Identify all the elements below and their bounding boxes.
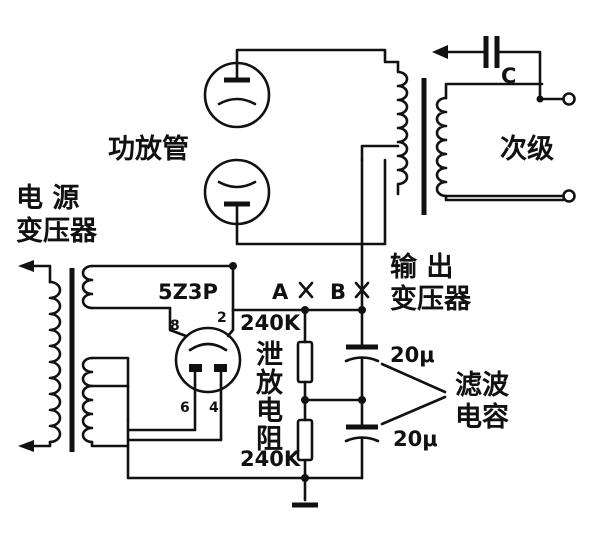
- label-resistor-top: 240K: [240, 311, 301, 335]
- output-transformer: [360, 60, 565, 215]
- label-power-transformer-1: 电 源: [16, 183, 79, 214]
- label-power-tubes: 功放管: [108, 133, 189, 165]
- label-output-transformer-2: 变压器: [390, 283, 472, 315]
- label-power-transformer-2: 变压器: [16, 215, 98, 247]
- secondary-terminals: [444, 92, 576, 203]
- label-output-transformer-1: 输 出: [390, 251, 453, 283]
- label-bleeder-char-3: 电: [256, 396, 283, 427]
- label-filter-cap-1: 滤波: [455, 370, 510, 401]
- power-transformer: [18, 260, 237, 452]
- feedback-capacitor-c: [432, 36, 544, 103]
- label-point-b: B: [330, 280, 346, 304]
- label-filter-cap-2: 电容: [455, 401, 509, 433]
- filament-secondary-coil: [81, 356, 94, 444]
- label-capacitor-c: C: [501, 64, 516, 88]
- break-point-a: [298, 281, 314, 299]
- power-primary-coil: [48, 280, 62, 444]
- label-pin-4: 4: [209, 400, 219, 416]
- power-tube-bottom: [203, 158, 271, 226]
- label-cap-bottom: 20μ: [393, 427, 438, 451]
- label-resistor-bottom: 240K: [240, 447, 301, 471]
- filter-pointer-lines: [380, 362, 447, 426]
- output-secondary-coil: [435, 96, 448, 198]
- filter-capacitors: [344, 308, 380, 480]
- label-point-a: A: [272, 280, 289, 304]
- rectifier-tube: [126, 306, 242, 442]
- power-tube-top: [203, 61, 271, 129]
- label-bleeder-char-1: 泄: [256, 340, 283, 371]
- label-pin-6: 6: [180, 400, 190, 416]
- plate-wires: [235, 48, 400, 246]
- bleeder-resistors: [296, 308, 364, 480]
- label-bleeder-char-4: 阻: [256, 424, 283, 455]
- label-rectifier-tube: 5Z3P: [158, 280, 218, 304]
- label-pin-2: 2: [217, 310, 227, 326]
- hv-secondary-coil: [81, 264, 94, 310]
- label-cap-top: 20μ: [390, 343, 435, 367]
- label-bleeder-char-2: 放: [255, 367, 284, 399]
- label-pin-8: 8: [170, 318, 180, 334]
- break-point-b: [354, 281, 370, 299]
- output-primary-coil: [396, 60, 409, 196]
- label-secondary: 次级: [500, 133, 554, 165]
